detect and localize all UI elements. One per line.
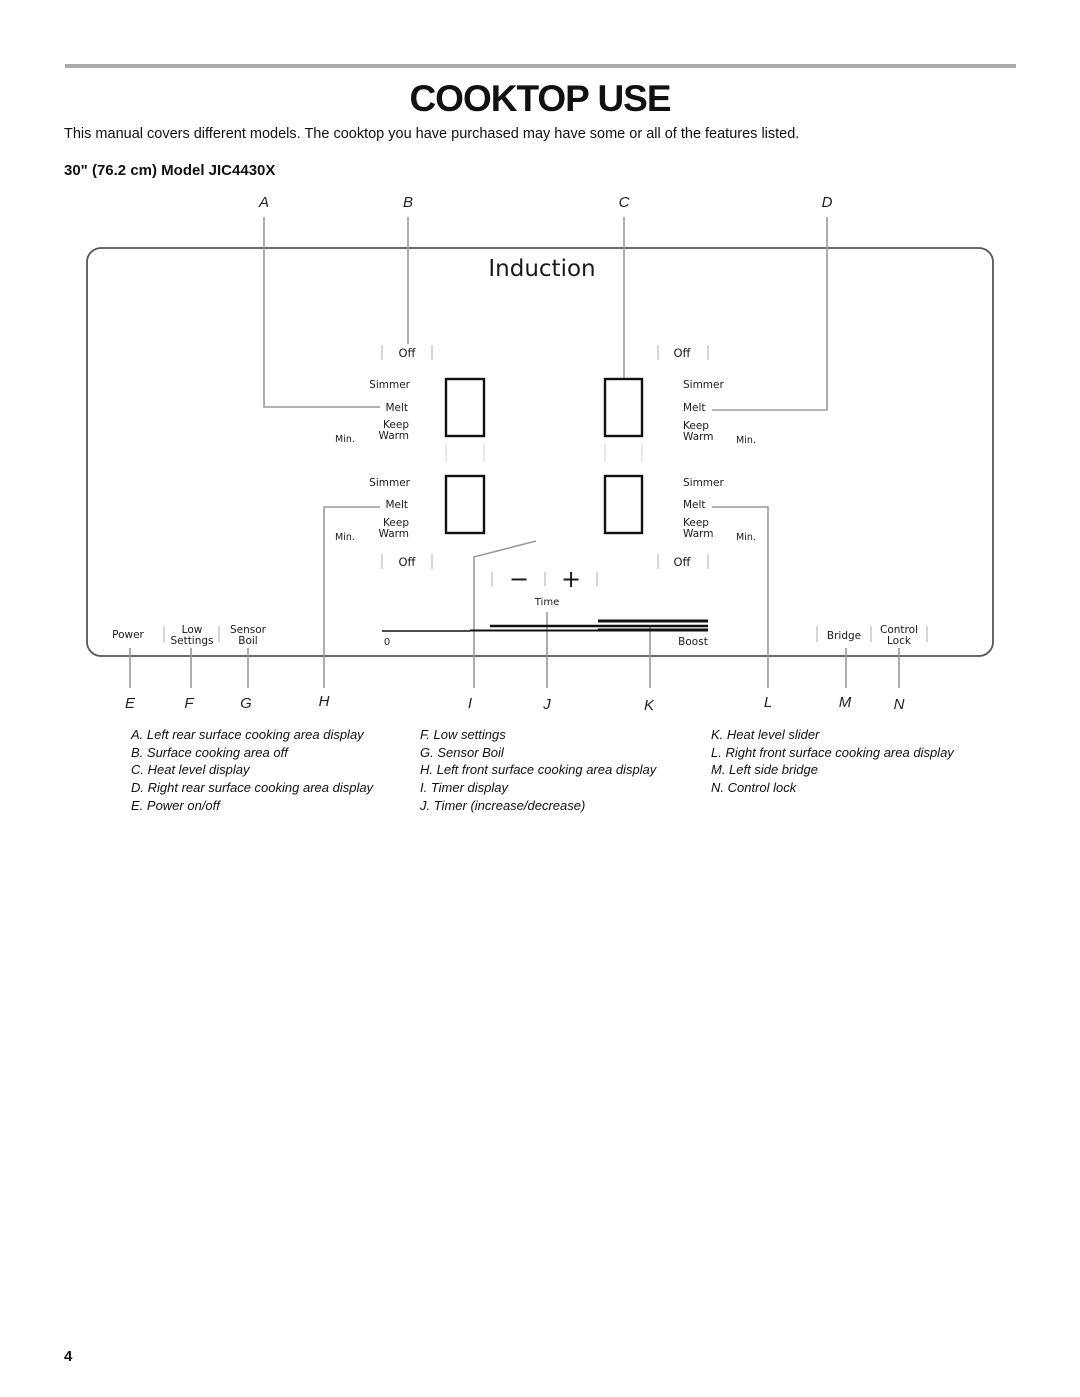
legend-item: A. Left rear surface cooking area displa… — [131, 727, 364, 742]
model-heading: 30" (76.2 cm) Model JIC4430X — [64, 162, 276, 179]
callout-l: L — [764, 694, 772, 711]
leader-i — [473, 540, 537, 688]
warm-label-front-right[interactable]: Warm — [683, 528, 714, 540]
warm-label-rear-right[interactable]: Warm — [683, 431, 714, 443]
control-lock-button-line1[interactable]: Control — [880, 624, 918, 636]
legend-column-2: F. Low settings G. Sensor Boil H. Left f… — [420, 726, 656, 815]
legend-item: M. Left side bridge — [711, 762, 818, 778]
min-label-rear-left: Min. — [335, 434, 355, 445]
keep-label-rear-right: Keep — [683, 420, 709, 432]
simmer-label-rear-left[interactable]: Simmer — [369, 379, 410, 391]
legend-item: B. Surface cooking area off — [131, 744, 288, 760]
legend-column-1: A. Left rear surface cooking area displa… — [131, 726, 373, 815]
page-number: 4 — [64, 1348, 73, 1365]
simmer-label-rear-right[interactable]: Simmer — [683, 379, 724, 391]
low-settings-button-line2[interactable]: Settings — [170, 635, 213, 647]
top-rule — [65, 64, 1016, 68]
leader-l — [712, 506, 769, 688]
brand-label: Induction — [488, 256, 595, 282]
slider-min-label: 0 — [384, 637, 390, 648]
legend-item: F. Low settings — [420, 727, 506, 742]
display-front-left — [444, 474, 486, 535]
legend-item: L. Right front surface cooking area disp… — [711, 744, 954, 760]
keep-label-front-right: Keep — [683, 517, 709, 529]
simmer-label-front-right[interactable]: Simmer — [683, 477, 724, 489]
callout-c: C — [619, 194, 630, 211]
legend-item: E. Power on/off — [131, 797, 220, 813]
off-label-rear-right[interactable]: Off — [674, 346, 692, 360]
callout-j: J — [542, 696, 551, 713]
callout-n: N — [894, 696, 905, 713]
callout-a: A — [258, 194, 269, 211]
callout-b: B — [403, 194, 413, 211]
display-front-right — [603, 474, 644, 535]
slider-boost-label[interactable]: Boost — [678, 636, 708, 648]
callout-m: M — [839, 694, 852, 711]
keep-label-rear-left: Keep — [383, 419, 409, 431]
min-label-front-right: Min. — [736, 532, 756, 543]
callout-f: F — [184, 695, 194, 712]
heat-level-slider[interactable] — [382, 619, 708, 632]
leader-a — [263, 217, 380, 408]
off-label-front-right[interactable]: Off — [674, 555, 692, 569]
legend-item: J. Timer (increase/decrease) — [420, 797, 586, 813]
legend-item: C. Heat level display — [131, 762, 250, 778]
control-lock-button-line2[interactable]: Lock — [887, 635, 912, 647]
off-label-rear-left[interactable]: Off — [399, 346, 417, 360]
display-rear-left — [444, 377, 486, 438]
legend-item: G. Sensor Boil — [420, 744, 504, 760]
callout-i: I — [468, 695, 472, 712]
warm-label-front-left[interactable]: Warm — [378, 528, 409, 540]
timer-plus-button[interactable]: + — [561, 565, 581, 593]
legend-column-3: K. Heat level slider L. Right front surf… — [711, 726, 954, 797]
melt-label-front-right[interactable]: Melt — [683, 499, 706, 511]
bridge-button[interactable]: Bridge — [827, 630, 861, 642]
timer-label: Time — [534, 597, 559, 608]
display-rear-right — [603, 377, 644, 438]
simmer-label-front-left[interactable]: Simmer — [369, 477, 410, 489]
callout-k: K — [644, 697, 655, 714]
callout-h: H — [319, 693, 330, 710]
warm-label-rear-left[interactable]: Warm — [378, 430, 409, 442]
power-button[interactable]: Power — [112, 629, 144, 641]
callout-d: D — [822, 194, 833, 211]
legend-item: D. Right rear surface cooking area displ… — [131, 780, 374, 796]
intro-text: This manual covers different models. The… — [64, 126, 800, 142]
page-title: COOKTOP USE — [409, 78, 671, 119]
melt-label-rear-left[interactable]: Melt — [385, 402, 408, 414]
legend-item: K. Heat level slider — [711, 727, 820, 742]
callout-e: E — [125, 695, 136, 712]
callout-g: G — [240, 695, 252, 712]
sensor-boil-button-line2[interactable]: Boil — [238, 635, 257, 647]
cooktop-panel — [86, 247, 994, 657]
off-label-front-left[interactable]: Off — [399, 555, 417, 569]
timer-minus-button[interactable]: − — [509, 565, 529, 593]
legend-item: I. Timer display — [420, 780, 509, 796]
min-label-front-left: Min. — [335, 532, 355, 543]
min-label-rear-right: Min. — [736, 435, 756, 446]
legend-item: N. Control lock — [711, 780, 797, 796]
cooktop-diagram: A B C D Induction Off Off Off Off S — [86, 194, 994, 714]
leader-h — [323, 506, 380, 688]
low-settings-button-line1[interactable]: Low — [182, 624, 203, 636]
melt-label-rear-right[interactable]: Melt — [683, 402, 706, 414]
melt-label-front-left[interactable]: Melt — [385, 499, 408, 511]
leader-d — [712, 217, 828, 411]
keep-label-front-left: Keep — [383, 517, 409, 529]
sensor-boil-button-line1[interactable]: Sensor — [230, 624, 267, 636]
legend-item: H. Left front surface cooking area displ… — [420, 762, 657, 778]
